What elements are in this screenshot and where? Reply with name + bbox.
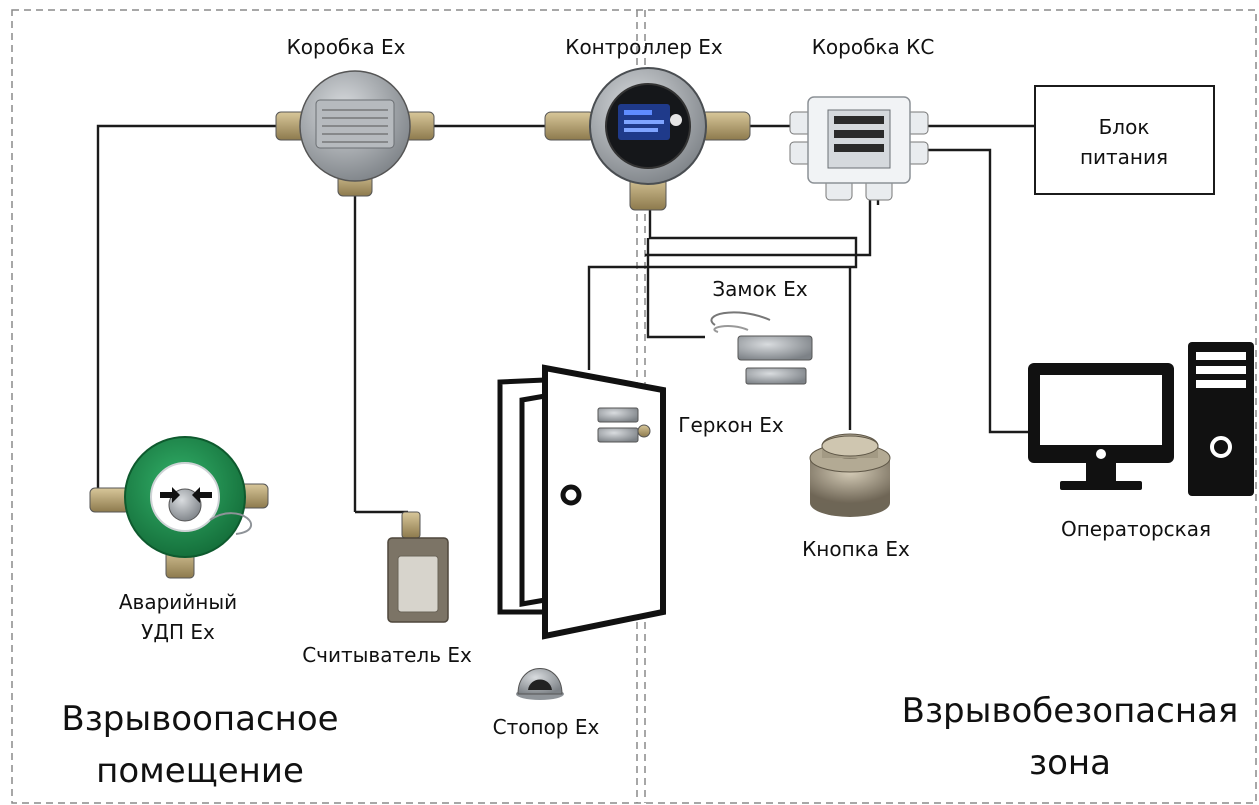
zone-hazard-title-line1: Взрывоопасное <box>61 699 338 739</box>
wiring <box>96 124 1035 514</box>
zone-hazard-title-line2: помещение <box>96 751 304 791</box>
label-reader-ex: Считыватель Ex <box>302 643 472 667</box>
controller-ex <box>544 67 751 211</box>
label-emergency-line2: УДП Ex <box>141 620 215 644</box>
emergency-call-point-ex <box>89 436 269 579</box>
junction-box-ks <box>789 96 929 201</box>
reed-switch-ex <box>597 407 651 443</box>
power-supply-block <box>1034 85 1215 195</box>
magnetic-lock-ex <box>710 311 813 385</box>
label-power-line2: питания <box>1080 145 1168 169</box>
label-reed-ex: Геркон Ex <box>678 413 784 437</box>
label-emergency-line1: Аварийный <box>119 590 237 614</box>
label-box-ex: Коробка Ex <box>287 35 406 59</box>
junction-box-ex <box>275 70 435 197</box>
label-lock-ex: Замок Ex <box>712 277 807 301</box>
label-stopper-ex: Стопор Ex <box>493 715 600 739</box>
door <box>497 364 666 640</box>
label-button-ex: Кнопка Ex <box>802 537 910 561</box>
label-controller-ex: Контроллер Ex <box>565 35 723 59</box>
door-stopper-ex <box>516 668 564 700</box>
label-power-line1: Блок <box>1099 115 1150 139</box>
card-reader-ex <box>387 511 449 623</box>
label-box-ks: Коробка КС <box>812 35 935 59</box>
label-operator-room: Операторская <box>1061 517 1211 541</box>
exit-button-ex <box>809 433 891 517</box>
zone-safe-title-line1: Взрывобезопасная <box>902 691 1239 731</box>
zone-safe-title-line2: зона <box>1029 743 1111 783</box>
operator-workstation <box>1028 342 1254 496</box>
